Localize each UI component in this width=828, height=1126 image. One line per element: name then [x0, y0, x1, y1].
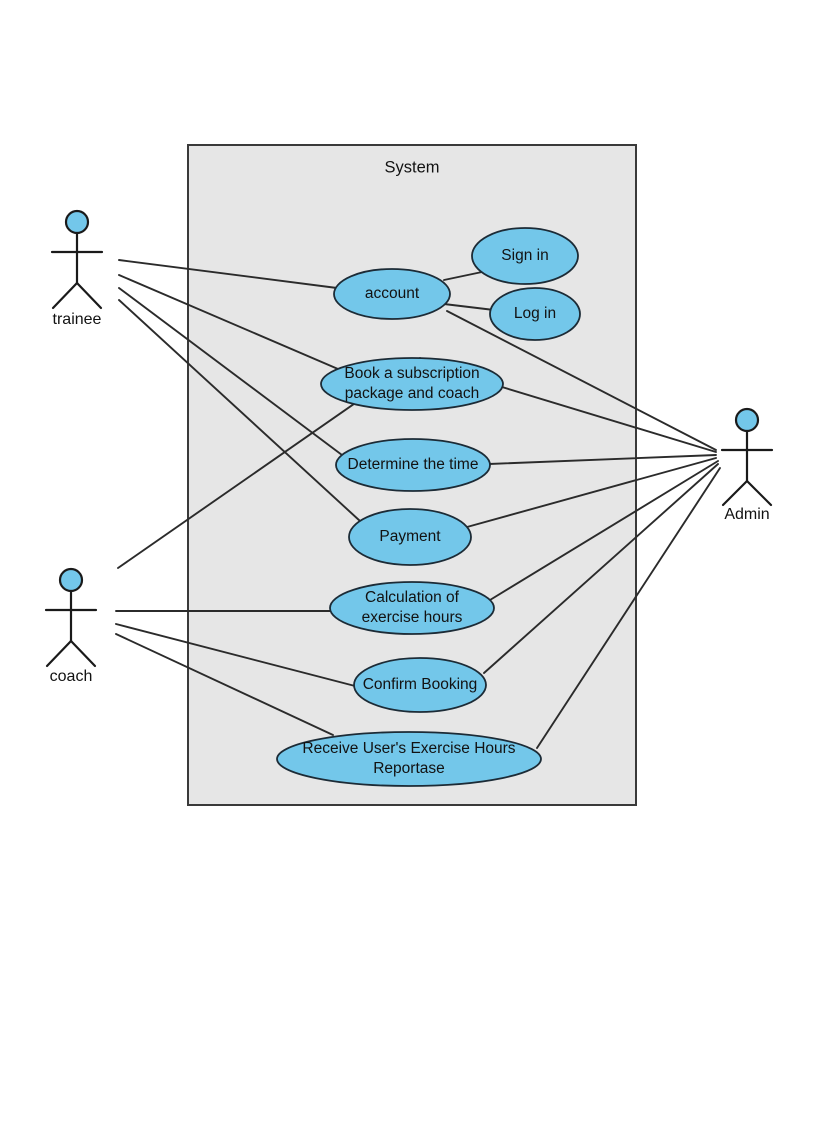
association-line-admin-receive[interactable] [536, 467, 721, 749]
use-case-label-confirm: Confirm Booking [363, 676, 478, 693]
use-case-layer: account Sign in Log in Book a subscription p… [276, 227, 581, 787]
actor-leg-left-icon-admin [721, 479, 749, 507]
actor-label-trainee: trainee [53, 311, 102, 328]
use-case-account[interactable]: account [333, 268, 451, 320]
actor-head-icon-coach [58, 567, 84, 593]
actor-head-icon-admin [734, 407, 760, 433]
use-case-ellipse-time[interactable] [335, 438, 491, 492]
actor-coach[interactable]: coach [44, 567, 98, 685]
use-case-ellipse-receive[interactable] [276, 731, 542, 787]
use-case-label-book: package and coach [345, 385, 479, 402]
use-case-label-payment: Payment [379, 528, 441, 545]
association-line-trainee-account[interactable] [118, 259, 338, 289]
use-case-label-calc: Calculation of [365, 589, 460, 606]
use-case-signin[interactable]: Sign in [471, 227, 579, 285]
use-case-ellipse-login[interactable] [489, 287, 581, 341]
use-case-label-book: Book a subscription [344, 365, 479, 382]
actor-leg-right-icon-coach [69, 639, 97, 668]
association-line-account-login[interactable] [443, 303, 495, 311]
use-case-label-time: Determine the time [348, 456, 479, 473]
association-line-admin-book[interactable] [501, 386, 717, 453]
association-line-trainee-time[interactable] [118, 287, 343, 456]
actor-leg-left-icon-coach [45, 639, 73, 668]
use-case-confirm[interactable]: Confirm Booking [353, 657, 487, 713]
actor-leg-right-icon-trainee [75, 281, 103, 310]
actor-label-coach: coach [50, 668, 93, 685]
actor-layer: trainee coach Admin [44, 209, 774, 685]
use-case-login[interactable]: Log in [489, 287, 581, 341]
actor-head-icon-trainee [64, 209, 90, 235]
use-case-label-login: Log in [514, 305, 556, 322]
use-case-ellipse-signin[interactable] [471, 227, 579, 285]
association-line-admin-confirm[interactable] [483, 463, 719, 674]
use-case-ellipse-payment[interactable] [348, 508, 472, 566]
use-case-time[interactable]: Determine the time [335, 438, 491, 492]
association-line-account-signin[interactable] [443, 271, 483, 281]
use-case-label-signin: Sign in [501, 247, 548, 264]
association-line-coach-confirm[interactable] [115, 623, 356, 687]
use-case-payment[interactable]: Payment [348, 508, 472, 566]
actor-leg-right-icon-admin [745, 479, 773, 507]
use-case-label-account: account [365, 285, 420, 302]
use-case-calc[interactable]: Calculation of exercise hours [329, 581, 495, 635]
actor-trainee[interactable]: trainee [50, 209, 104, 328]
association-line-admin-payment[interactable] [466, 457, 717, 528]
use-case-label-receive: Receive User's Exercise Hours [302, 740, 515, 757]
use-case-ellipse-account[interactable] [333, 268, 451, 320]
association-line-admin-calc[interactable] [489, 460, 719, 601]
actor-leg-left-icon-trainee [51, 281, 79, 310]
association-line-coach-receive[interactable] [115, 633, 334, 736]
use-case-label-receive: Reportase [373, 760, 445, 777]
actor-label-admin: Admin [724, 506, 769, 523]
association-line-admin-login[interactable] [446, 310, 717, 451]
use-case-label-calc: exercise hours [362, 609, 463, 626]
association-line-trainee-payment[interactable] [118, 299, 361, 522]
use-case-ellipse-confirm[interactable] [353, 657, 487, 713]
association-line-trainee-book[interactable] [118, 274, 346, 373]
use-case-ellipse-calc[interactable] [329, 581, 495, 635]
system-boundary-title: System [384, 158, 439, 176]
association-line-admin-time[interactable] [488, 454, 717, 465]
actor-admin[interactable]: Admin [720, 407, 774, 523]
use-case-book[interactable]: Book a subscription package and coach [320, 357, 504, 411]
use-case-ellipse-book[interactable] [320, 357, 504, 411]
